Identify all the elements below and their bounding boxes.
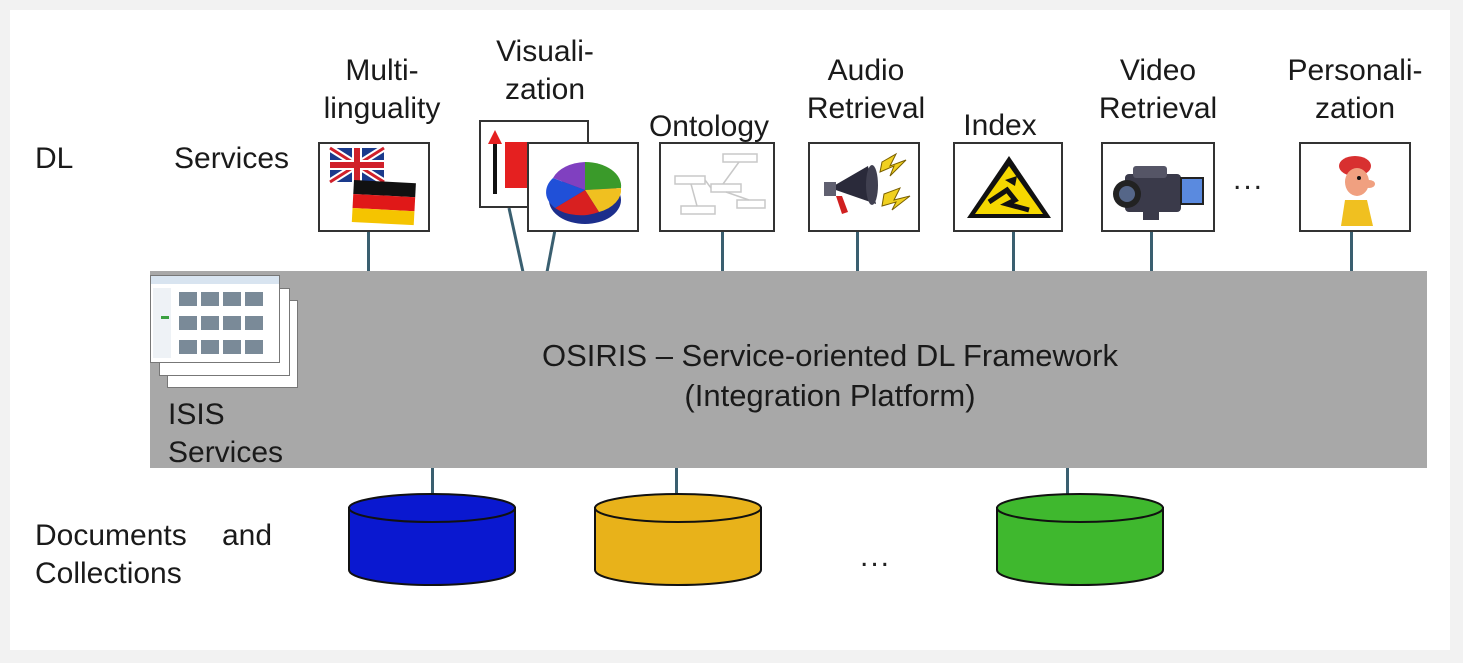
connector-line [856,228,859,272]
connector-line [721,228,724,272]
connector-line [1066,468,1069,498]
personalization-box [1299,142,1411,232]
connector-line [1350,228,1353,272]
collection-cylinder-green [996,493,1164,586]
flags-icon [328,145,416,226]
multilinguality-box [318,142,430,232]
isis-services-label: ISIS Services [168,398,284,469]
collections-label: Collections [35,557,182,590]
visualization-box [527,142,639,232]
ontology-box [659,142,775,232]
thumbnail-grid-icon [151,276,279,358]
documents-and-label: and [222,519,273,552]
connector-line [431,468,434,498]
video-retrieval-box [1101,142,1215,232]
camcorder-icon [1113,166,1204,220]
megaphone-icon [824,152,911,214]
connector-line [367,228,370,272]
visualization-label: Visuali-zation [496,35,594,106]
audio-retrieval-box [808,142,920,232]
connector-line [675,468,678,498]
index-box [953,142,1063,232]
services-ellipsis: ... [1233,163,1265,196]
dl-label: DL [35,142,74,175]
pie-chart-icon [546,161,622,224]
warning-triangle-icon [967,156,1051,218]
connector-line [1150,228,1153,272]
documents-label: Documents [35,519,187,552]
collection-cylinder-yellow [594,493,762,586]
index-label: Index [963,109,1037,142]
services-row-label: Services [174,142,290,175]
ontology-label: Ontology [648,110,770,143]
person-icon [1339,156,1375,226]
platform-title: OSIRIS – Service-oriented DL Framework (… [542,338,1118,413]
multilinguality-label: Multi-linguality [323,54,441,125]
visualization-connectors [507,207,557,273]
connector-line [1012,228,1015,272]
collections-ellipsis: ... [860,540,892,573]
ontology-graph-icon [674,153,766,215]
personalization-label: Personali-zation [1287,54,1423,125]
isis-page-front [150,275,280,363]
osiris-platform: OSIRIS – Service-oriented DL Framework (… [150,271,1427,468]
collection-cylinder-blue [348,493,516,586]
